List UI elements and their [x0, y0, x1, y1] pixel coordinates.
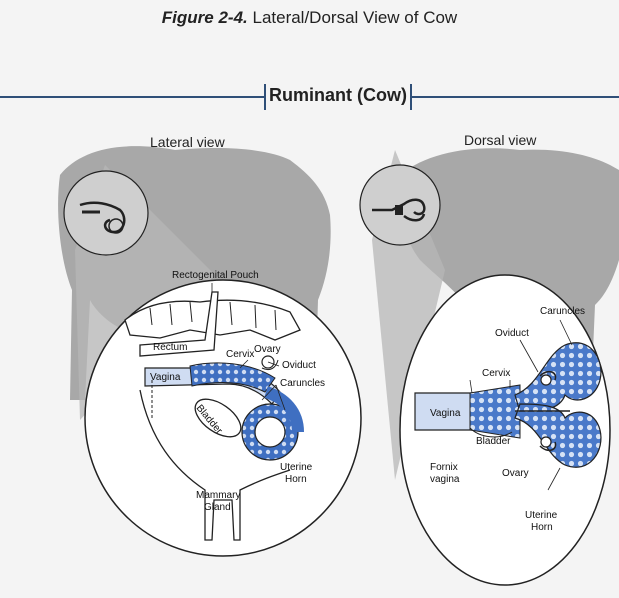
label-rectogenital-pouch: Rectogenital Pouch [172, 270, 259, 281]
lateral-detail-circle [85, 280, 361, 556]
label-horn-lateral: Horn [285, 474, 307, 485]
label-caruncles-dorsal: Caruncles [540, 306, 585, 317]
label-bladder-dorsal: Bladder [476, 436, 511, 447]
label-caruncles-lateral: Caruncles [280, 378, 325, 389]
dorsal-detail-circle [400, 275, 610, 585]
label-fornix-vagina: vagina [430, 474, 460, 485]
label-vagina-lateral: Vagina [150, 372, 181, 383]
label-oviduct-lateral: Oviduct [282, 360, 316, 371]
lateral-view-label: Lateral view [150, 134, 225, 150]
label-ovary-lateral: Ovary [254, 344, 281, 355]
label-mammary: Mammary [196, 490, 240, 501]
label-fornix: Fornix [430, 462, 458, 473]
label-gland: Gland [204, 502, 231, 513]
label-oviduct-dorsal: Oviduct [495, 328, 529, 339]
label-cervix-dorsal: Cervix [482, 368, 510, 379]
dorsal-small-circle [360, 165, 440, 245]
dorsal-view-label: Dorsal view [464, 132, 536, 148]
lateral-small-circle [64, 171, 148, 255]
label-uterine-lateral: Uterine [280, 462, 313, 473]
label-vagina-dorsal: Vagina [430, 408, 461, 419]
label-rectum: Rectum [153, 342, 187, 353]
label-ovary-dorsal: Ovary [502, 468, 529, 479]
label-uterine-dorsal: Uterine [525, 510, 558, 521]
label-horn-dorsal: Horn [531, 522, 553, 533]
label-cervix-lateral: Cervix [226, 349, 254, 360]
